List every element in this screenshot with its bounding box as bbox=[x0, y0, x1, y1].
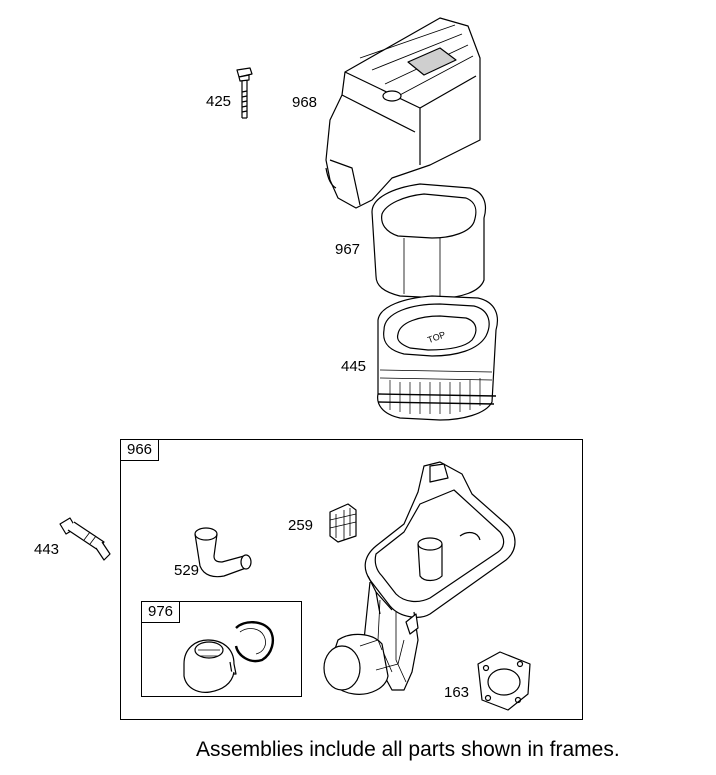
precleaner-967-part bbox=[371, 183, 487, 299]
frame-976-tag: 976 bbox=[141, 601, 181, 623]
base-assembly-part bbox=[323, 461, 516, 695]
gasket-163-part bbox=[477, 651, 531, 711]
frame-966: 966 bbox=[120, 439, 583, 720]
frame-966-tag: 966 bbox=[120, 439, 160, 461]
label-967: 967 bbox=[335, 241, 361, 258]
label-259: 259 bbox=[288, 517, 314, 534]
assemblies-footnote: Assemblies include all parts shown in fr… bbox=[196, 738, 620, 761]
kit-976-parts bbox=[183, 621, 274, 693]
label-445: 445 bbox=[341, 358, 367, 375]
stud-443-part bbox=[59, 517, 111, 561]
filter-445-part: TOP bbox=[377, 295, 499, 421]
label-443: 443 bbox=[34, 541, 60, 558]
tube-529-part bbox=[194, 527, 252, 578]
bolt-425-part bbox=[236, 67, 253, 119]
cover-968-part bbox=[325, 17, 481, 209]
label-968: 968 bbox=[292, 94, 318, 111]
frame-976: 976 bbox=[141, 601, 302, 697]
label-163: 163 bbox=[444, 684, 470, 701]
label-425: 425 bbox=[206, 93, 232, 110]
label-529: 529 bbox=[174, 562, 200, 579]
clip-259-part bbox=[329, 503, 357, 543]
